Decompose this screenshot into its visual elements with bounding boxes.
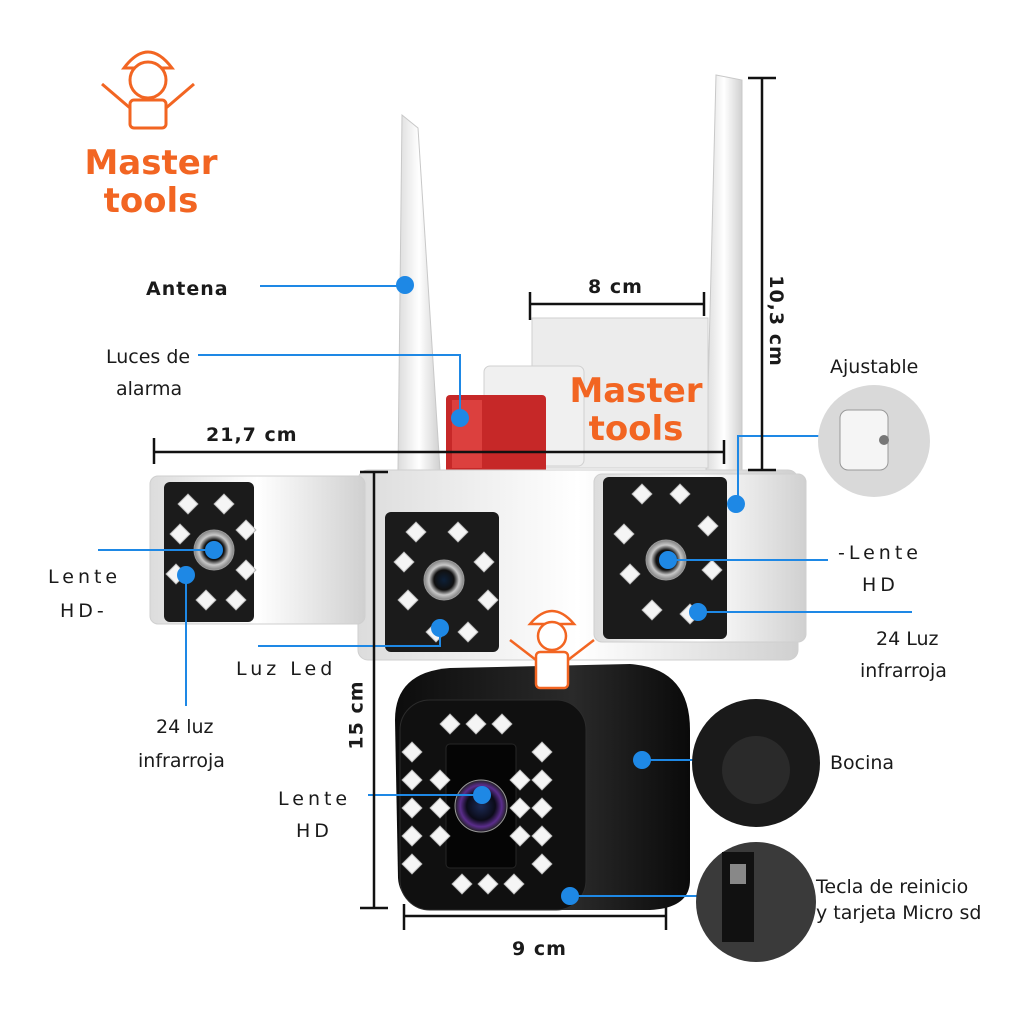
- callout-luces-dot: [451, 409, 469, 427]
- inset-tecla: [696, 842, 816, 962]
- label-ir-right-line1: 24 Luz: [876, 628, 939, 650]
- callout-lente-right-dot: [659, 551, 677, 569]
- led-right-1: [669, 483, 691, 505]
- brand-watermark-bottom: tools: [588, 409, 684, 449]
- callout-ajustable-dot: [727, 495, 745, 513]
- led-bottom-11: [429, 769, 451, 791]
- lens-bottom-icon: [454, 779, 508, 833]
- lens-center-icon: [423, 559, 465, 601]
- led-bottom-20: [509, 797, 531, 819]
- callout-antena-dot: [396, 276, 414, 294]
- callout-led-dot: [431, 619, 449, 637]
- inset-ajustable: [818, 385, 930, 497]
- led-center-4: [397, 589, 419, 611]
- label-tecla-line1: Tecla de reinicio: [816, 876, 969, 898]
- led-bottom-16: [531, 797, 553, 819]
- led-bottom-4: [477, 873, 499, 895]
- led-left-3: [235, 519, 257, 541]
- led-left-1: [213, 493, 235, 515]
- led-center-0: [405, 521, 427, 543]
- label-ir-left-line2: infrarroja: [138, 750, 225, 772]
- led-bottom-9: [401, 825, 423, 847]
- callout-ajustable-line: [737, 435, 826, 504]
- label-antena: Antena: [146, 278, 229, 300]
- led-right-6: [641, 599, 663, 621]
- led-bottom-21: [509, 825, 531, 847]
- callout-bocina-dot: [633, 751, 651, 769]
- label-lente-left-line2: HD-: [60, 600, 108, 622]
- led-left-0: [177, 493, 199, 515]
- label-lente-left-line1: Lente: [48, 566, 122, 588]
- label-luces-line1: Luces de: [106, 346, 191, 368]
- callout-ir-left-dot: [177, 566, 195, 584]
- led-bottom-19: [509, 769, 531, 791]
- dim-label-10-3cm: 10,3 cm: [764, 275, 787, 367]
- led-right-5: [701, 559, 723, 581]
- led-bottom-3: [451, 873, 473, 895]
- led-bottom-6: [401, 741, 423, 763]
- label-bocina: Bocina: [830, 752, 895, 774]
- led-bottom-14: [531, 741, 553, 763]
- led-bottom-15: [531, 769, 553, 791]
- led-bottom-10: [401, 853, 423, 875]
- label-ir-left-line1: 24 luz: [156, 716, 214, 738]
- callout-luces-line: [198, 354, 461, 418]
- brand-watermark-top: Master: [569, 371, 703, 411]
- led-bottom-13: [429, 825, 451, 847]
- led-bottom-7: [401, 769, 423, 791]
- brand-logo-text: Master tools: [72, 144, 230, 220]
- led-center-3: [473, 551, 495, 573]
- label-lente-right-line1: -Lente: [838, 542, 922, 564]
- led-center-7: [457, 621, 479, 643]
- led-bottom-0: [439, 713, 461, 735]
- dim-label-15cm: 15 cm: [345, 680, 368, 750]
- callout-ir-right-dot: [689, 603, 707, 621]
- label-lente-bottom-line2: HD: [296, 820, 333, 842]
- callout-lente-left-dot: [205, 541, 223, 559]
- led-right-3: [697, 515, 719, 537]
- label-lente-right-line2: HD: [862, 574, 899, 596]
- dim-label-8cm: 8 cm: [588, 276, 643, 298]
- led-left-2: [169, 523, 191, 545]
- led-center-2: [393, 551, 415, 573]
- led-right-0: [631, 483, 653, 505]
- led-right-2: [613, 523, 635, 545]
- callout-lente-bottom-dot: [473, 786, 491, 804]
- led-left-7: [225, 589, 247, 611]
- label-ajustable: Ajustable: [830, 356, 919, 378]
- label-luz-led: Luz Led: [236, 658, 337, 680]
- led-bottom-5: [503, 873, 525, 895]
- dim-label-21-7cm: 21,7 cm: [206, 424, 298, 446]
- led-center-1: [447, 521, 469, 543]
- brand-bottom-text: tools: [103, 181, 199, 221]
- label-lente-bottom-line1: Lente: [278, 788, 352, 810]
- led-center-5: [477, 589, 499, 611]
- led-bottom-1: [465, 713, 487, 735]
- led-right-4: [619, 563, 641, 585]
- label-tecla-line2: y tarjeta Micro sd: [816, 902, 982, 924]
- dim-label-9cm: 9 cm: [512, 938, 567, 960]
- led-bottom-18: [531, 853, 553, 875]
- led-left-5: [235, 559, 257, 581]
- label-luces-line2: alarma: [116, 378, 183, 400]
- brand-top-text: Master: [84, 143, 218, 183]
- callout-tecla-dot: [561, 887, 579, 905]
- led-bottom-12: [429, 797, 451, 819]
- led-bottom-2: [491, 713, 513, 735]
- led-left-6: [195, 589, 217, 611]
- label-ir-right-line2: infrarroja: [860, 660, 947, 682]
- led-bottom-17: [531, 825, 553, 847]
- led-bottom-8: [401, 797, 423, 819]
- inset-bocina: [692, 699, 820, 827]
- brand-watermark-text: Master tools: [556, 372, 716, 448]
